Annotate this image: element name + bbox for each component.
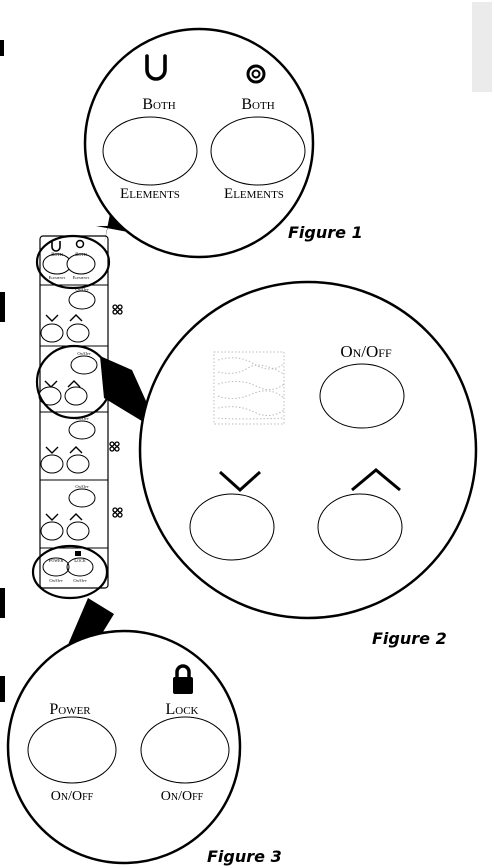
strip-onoff-label: On/Off xyxy=(77,351,91,356)
fig2-down-button[interactable] xyxy=(189,493,275,561)
figure1-caption: Figure 1 xyxy=(288,223,363,242)
margin-mark xyxy=(0,292,5,322)
strip-power-onoff: On/Off xyxy=(49,578,63,583)
strip-onoff-button[interactable] xyxy=(70,355,98,375)
strip-top-label: Both xyxy=(75,253,87,258)
strip-burner-section: On/Off xyxy=(40,411,108,474)
strip-burner-section: On/Off xyxy=(40,479,108,541)
fig3-power-onoff: On/Off xyxy=(51,789,94,804)
callout-circle-figure3 xyxy=(31,544,109,600)
fig3-lock-label: Lock xyxy=(166,701,199,718)
strip-power-button[interactable] xyxy=(42,557,70,577)
chevron-down-icon xyxy=(45,446,59,454)
level-indicator-icon xyxy=(213,351,285,425)
strip-up-button[interactable] xyxy=(64,386,88,406)
u-shaped-element-icon xyxy=(51,241,61,252)
callout-circle-figure1 xyxy=(35,234,111,290)
indicator-8-icon xyxy=(112,304,123,315)
chevron-up-icon xyxy=(351,468,401,492)
fig2-up-button[interactable] xyxy=(317,493,403,561)
strip-burner-section: On/Off xyxy=(40,284,108,343)
margin-mark xyxy=(0,676,5,702)
strip-bottom-label: Elements xyxy=(49,275,66,280)
strip-down-button[interactable] xyxy=(40,323,64,343)
control-strip: Both Both Elements Elements On/Off On/Of… xyxy=(38,235,109,589)
margin-mark xyxy=(0,588,5,618)
fig1-elements-label-2: Elements xyxy=(224,186,284,202)
fig3-power-label: Power xyxy=(49,701,91,718)
strip-both-elements-button-2[interactable] xyxy=(66,253,96,275)
callout-circle-figure2 xyxy=(35,344,113,420)
indicator-8-icon xyxy=(109,441,120,452)
u-shaped-element-icon xyxy=(145,54,167,81)
strip-power-label: Power xyxy=(49,559,64,564)
figure3: Power Lock On/Off On/Off Figure 3 xyxy=(6,629,282,866)
strip-onoff-button[interactable] xyxy=(68,290,96,310)
strip-onoff-button[interactable] xyxy=(68,420,96,440)
strip-lock-onoff: On/Off xyxy=(73,578,87,583)
fig2-onoff-button[interactable] xyxy=(319,363,405,429)
strip-top-label: Both xyxy=(51,253,63,258)
strip-both-elements-buttons: Both Both Elements Elements xyxy=(42,239,96,280)
concentric-circle-element-icon xyxy=(75,239,85,249)
strip-up-button[interactable] xyxy=(66,323,90,343)
strip-down-button[interactable] xyxy=(40,454,64,474)
strip-bottom-label: Elements xyxy=(73,275,90,280)
figure2: On/Off Figure 2 xyxy=(138,280,478,648)
fig1-both-label-1: Both xyxy=(142,96,175,113)
chevron-up-icon xyxy=(69,314,83,322)
fig1-both-elements-button-1[interactable] xyxy=(102,116,198,186)
strip-lock-label: Lock xyxy=(74,559,86,564)
figure3-caption: Figure 3 xyxy=(207,847,282,866)
cropped-page-text xyxy=(472,2,492,92)
chevron-up-icon xyxy=(69,446,83,454)
concentric-circle-element-icon xyxy=(246,64,266,84)
figure2-caption: Figure 2 xyxy=(372,629,447,648)
indicator-8-icon xyxy=(112,507,123,518)
chevron-up-icon xyxy=(69,513,83,521)
fig1-both-label-2: Both xyxy=(241,96,274,113)
fig1-both-elements-button-2[interactable] xyxy=(210,116,306,186)
strip-burner-section: On/Off xyxy=(38,345,108,406)
strip-up-button[interactable] xyxy=(66,454,90,474)
lock-icon xyxy=(173,664,193,694)
strip-up-button[interactable] xyxy=(66,521,90,541)
strip-onoff-button[interactable] xyxy=(68,488,96,508)
chevron-down-icon xyxy=(44,380,58,388)
fig3-lock-button[interactable] xyxy=(140,716,230,784)
figure1: Both Both Elements Elements Figure 1 xyxy=(83,27,363,259)
strip-lock-button[interactable] xyxy=(66,557,94,577)
fig1-elements-label-1: Elements xyxy=(120,186,180,202)
strip-onoff-label: On/Off xyxy=(75,287,89,292)
chevron-down-icon xyxy=(45,513,59,521)
chevron-down-icon xyxy=(218,470,262,493)
strip-indicator-marks xyxy=(109,304,123,518)
figure2-magnifier-circle xyxy=(138,280,478,620)
figure1-magnifier-circle xyxy=(83,27,315,259)
fig3-power-button[interactable] xyxy=(27,716,117,784)
chevron-down-icon xyxy=(45,314,59,322)
lock-icon xyxy=(75,551,81,556)
strip-onoff-label: On/Off xyxy=(75,484,89,489)
fig2-onoff-label: On/Off xyxy=(340,342,392,361)
strip-footer-section: Power Lock On/Off On/Off xyxy=(40,547,108,583)
fig3-lock-onoff: On/Off xyxy=(161,789,204,804)
strip-down-button[interactable] xyxy=(40,521,64,541)
strip-onoff-label: On/Off xyxy=(75,416,89,421)
chevron-up-icon xyxy=(67,380,81,388)
margin-mark xyxy=(0,40,4,56)
